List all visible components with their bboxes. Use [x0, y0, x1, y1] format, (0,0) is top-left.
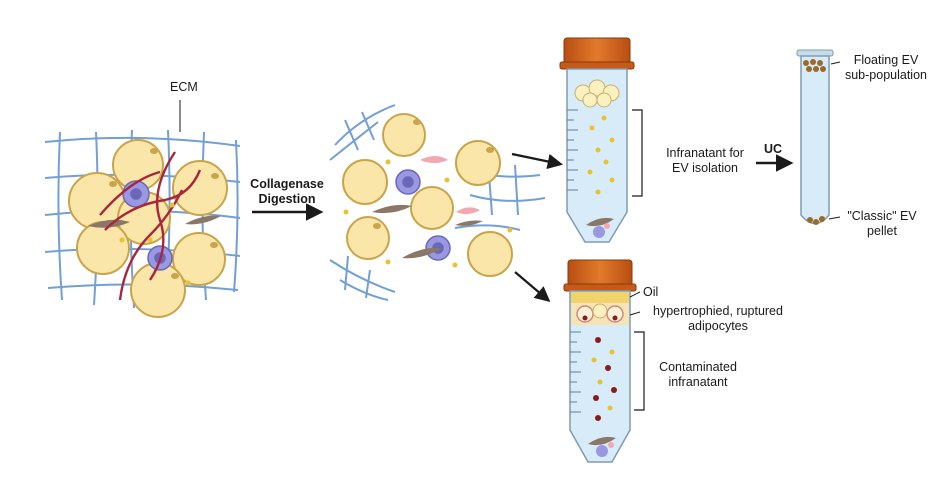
uc-tube	[796, 49, 841, 225]
floating-line-1: Floating EV	[853, 53, 919, 67]
collagenase-line-2: Digestion	[258, 192, 316, 206]
ecm-label: ECM	[170, 80, 198, 94]
classic-ev-label: "Classic" EV pellet	[840, 209, 924, 239]
ev-dots	[119, 202, 191, 286]
pellet-cells	[586, 217, 614, 238]
nuclei	[109, 148, 219, 279]
oil-layer	[571, 292, 629, 303]
intact-adipose-tissue	[44, 100, 241, 318]
infranatant-line-2: EV isolation	[671, 161, 738, 175]
free-nuclei	[373, 119, 494, 229]
tube-cap	[563, 37, 631, 66]
classic-line-1: "Classic" EV	[847, 209, 917, 223]
fibroblasts	[88, 215, 221, 228]
collagenase-line-1: Collagenase	[250, 177, 324, 191]
erythrocytes	[420, 156, 480, 215]
free-ev-dots	[343, 159, 513, 268]
tube-body	[566, 68, 628, 243]
classic-ev-pellet	[807, 216, 825, 225]
arrow-to-top-tube	[511, 152, 564, 170]
hypertrophied-line-1: hypertrophied, ruptured	[653, 304, 783, 318]
free-adipocytes	[342, 113, 513, 277]
infranatant-bracket	[632, 109, 643, 197]
floating-ev-label: Floating EV sub-population	[842, 53, 930, 83]
floating-adipocytes	[574, 79, 620, 108]
floating-ev-pellet	[803, 59, 826, 72]
graduations	[567, 109, 578, 191]
adipocytes	[68, 139, 228, 318]
infranatant-line-1: Infranatant for	[666, 146, 744, 160]
conical-tube-top	[559, 37, 643, 243]
contaminated-label: Contaminated infranatant	[652, 360, 744, 390]
infranatant-label: Infranatant for EV isolation	[650, 146, 760, 176]
free-fibroblasts	[372, 204, 483, 259]
floating-line-2: sub-population	[844, 68, 927, 82]
tube-ev-dots	[587, 115, 615, 195]
hypertrophied-label: hypertrophied, ruptured adipocytes	[643, 304, 793, 334]
oil-label: Oil	[643, 285, 659, 299]
classic-line-2: pellet	[867, 224, 897, 238]
tube-body	[569, 290, 631, 463]
arrow-to-bottom-tube	[514, 271, 551, 302]
hypertrophied-line-2: adipocytes	[688, 319, 748, 333]
graduations	[570, 331, 581, 413]
uc-label: UC	[764, 142, 783, 156]
tube-cap	[567, 259, 633, 287]
digested-tissue	[329, 104, 546, 301]
uc-tube-body	[800, 55, 830, 225]
contaminant-dots	[591, 337, 617, 421]
ruptured-adipocytes	[571, 303, 629, 325]
contaminated-bracket	[634, 331, 645, 411]
contaminated-line-1: Contaminated	[659, 360, 737, 374]
pellet-cells	[588, 436, 616, 457]
collagenase-label: Collagenase Digestion	[249, 177, 325, 207]
conical-tube-bottom	[563, 259, 645, 463]
contaminated-line-2: infranatant	[668, 375, 728, 389]
